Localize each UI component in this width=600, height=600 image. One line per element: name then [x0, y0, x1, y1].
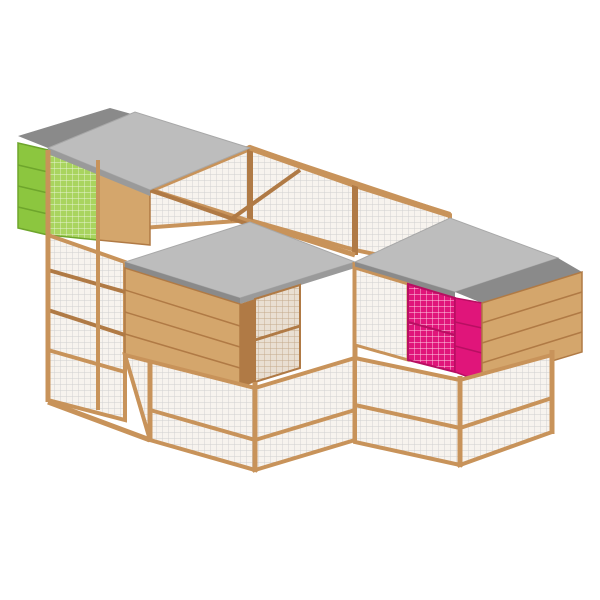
- right-hutch-roof-lip-left: [355, 262, 455, 298]
- right-lower-rail-2: [459, 396, 553, 430]
- magenta-board-line-1: [454, 321, 483, 329]
- center-board-line-3: [124, 333, 241, 369]
- left-lower-run: [45, 150, 127, 423]
- magenta-board-line-2: [454, 345, 483, 354]
- left-lower-rail-2: [47, 308, 126, 337]
- left-lower-rail-3: [47, 348, 126, 374]
- magenta-door-bar: [407, 321, 456, 336]
- back-cross-beam-6: [228, 168, 302, 222]
- right-board-line-1: [481, 291, 583, 324]
- green-board-line-2: [17, 185, 49, 194]
- center-door-bar: [254, 324, 301, 342]
- left-lower-side-mesh: [46, 232, 127, 423]
- center-board-line-1: [124, 289, 241, 327]
- back-cross-beam-4: [249, 145, 451, 218]
- left-lower-rail-1: [47, 268, 126, 294]
- green-board-line-1: [17, 164, 49, 173]
- right-hutch-roof-edge-right: [455, 258, 582, 303]
- right-lower-front-mesh: [353, 355, 462, 468]
- left-hutch-roof-edge: [18, 108, 135, 148]
- right-board-line-2: [481, 311, 583, 344]
- center-hutch-roof-lip-right: [240, 262, 355, 304]
- center-hutch-roof-lip-left: [125, 262, 240, 304]
- right-lower-rail-1: [354, 403, 461, 430]
- right-hutch: [353, 217, 583, 384]
- left-bottom-beam: [47, 399, 151, 443]
- green-board-line-3: [17, 206, 49, 215]
- center-hutch-side: [240, 299, 255, 388]
- center-hutch: [123, 221, 357, 389]
- right-hutch-left-mesh: [353, 265, 410, 362]
- center-lower-rail-2: [254, 408, 356, 442]
- center-board-line-2: [124, 311, 241, 348]
- right-board-line-3: [481, 331, 583, 364]
- right-hutch-magenta-end: [454, 297, 483, 384]
- center-lower-run: [47, 262, 358, 473]
- center-lower-rail-1: [149, 408, 256, 442]
- right-lower-run: [353, 350, 555, 468]
- left-hutch: [17, 108, 252, 246]
